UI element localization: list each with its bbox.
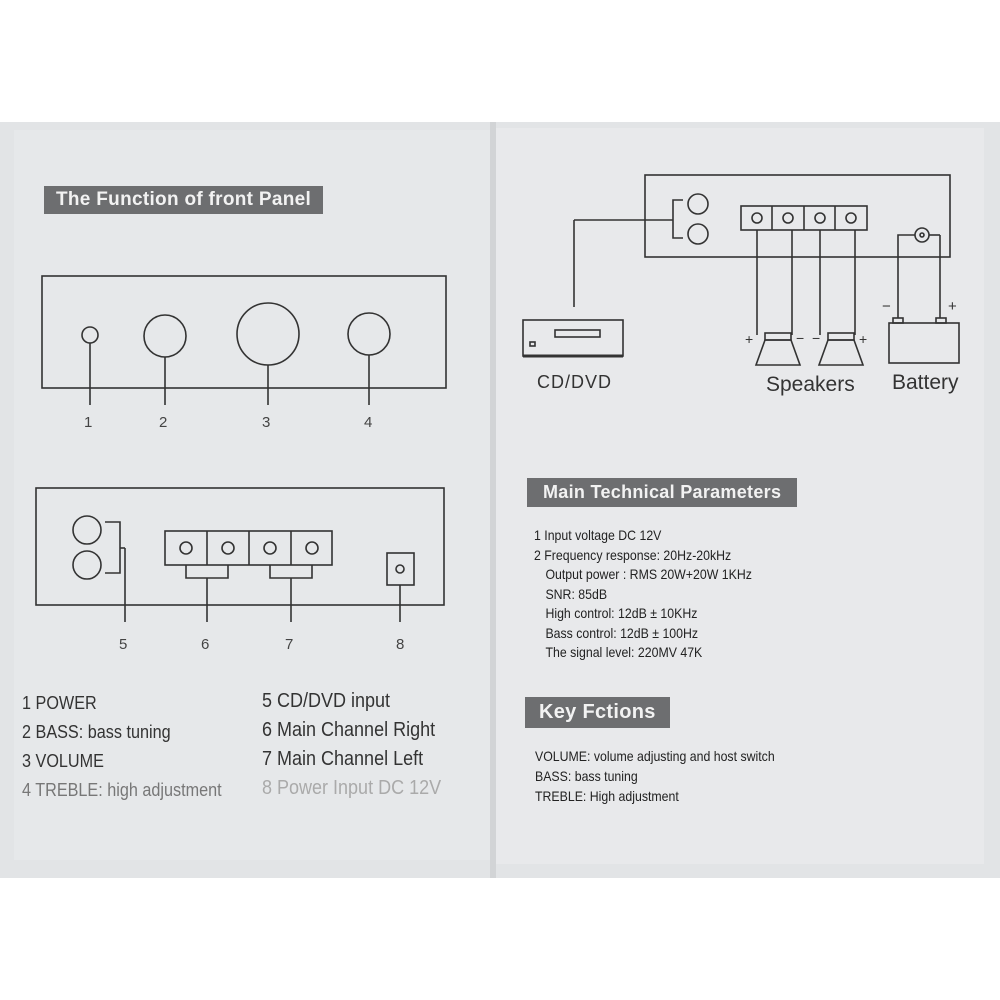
front-panel-diagram bbox=[41, 275, 447, 405]
key-functions-list: VOLUME: volume adjusting and host switch… bbox=[535, 746, 775, 806]
front-label-3: 3 bbox=[262, 414, 271, 431]
legend-right: 5 CD/DVD input 6 Main Channel Right 7 Ma… bbox=[262, 687, 441, 803]
svg-text:+: + bbox=[859, 331, 867, 347]
dc-jack-icon bbox=[914, 227, 930, 243]
left-page bbox=[14, 130, 490, 860]
front-label-2: 2 bbox=[159, 414, 168, 431]
rear-label-8: 8 bbox=[396, 636, 405, 653]
front-label-1: 1 bbox=[84, 414, 93, 431]
page-fold bbox=[490, 122, 496, 878]
param-item: SNR: 85dB bbox=[545, 585, 608, 602]
treble-knob bbox=[347, 312, 391, 356]
speaker-left-icon bbox=[754, 332, 802, 366]
params-list: 1 Input voltage DC 12V 2 Frequency respo… bbox=[534, 526, 752, 663]
connection-diagram: + − − + − + bbox=[522, 174, 960, 366]
param-item: Bass control: 12dB ± 100Hz bbox=[545, 624, 699, 641]
front-label-4: 4 bbox=[364, 414, 373, 431]
battery-label: Battery bbox=[892, 371, 959, 394]
legend-item-8: 8 Power Input DC 12V bbox=[262, 777, 442, 799]
speaker-right-icon bbox=[817, 332, 865, 366]
key-function-item: VOLUME: volume adjusting and host switch bbox=[535, 748, 775, 764]
speakers-label: Speakers bbox=[766, 373, 855, 396]
legend-item-3: 3 VOLUME bbox=[22, 751, 104, 771]
key-functions-heading: Key Fctions bbox=[525, 697, 670, 728]
param-item: 2 Frequency response: 20Hz-20kHz bbox=[534, 546, 732, 563]
legend-item-1: 1 POWER bbox=[22, 693, 97, 713]
bass-knob bbox=[143, 314, 187, 358]
legend-item-6: 6 Main Channel Right bbox=[262, 719, 436, 741]
legend-item-5: 5 CD/DVD input bbox=[262, 690, 391, 712]
param-item: 1 Input voltage DC 12V bbox=[534, 527, 662, 543]
rear-label-6: 6 bbox=[201, 636, 210, 653]
svg-text:−: − bbox=[812, 330, 820, 346]
power-knob bbox=[81, 326, 99, 344]
rear-label-7: 7 bbox=[285, 636, 294, 653]
legend-item-7: 7 Main Channel Left bbox=[262, 748, 424, 770]
rear-panel-diagram bbox=[35, 487, 445, 622]
battery-icon bbox=[888, 322, 960, 364]
legend-item-4: 4 TREBLE: high adjustment bbox=[22, 780, 222, 800]
params-heading: Main Technical Parameters bbox=[527, 478, 798, 507]
rear-label-5: 5 bbox=[119, 636, 128, 653]
legend-left: 1 POWER 2 BASS: bass tuning 3 VOLUME 4 T… bbox=[22, 689, 222, 805]
front-panel-heading: The Function of front Panel bbox=[44, 186, 324, 214]
svg-text:−: − bbox=[796, 330, 804, 346]
key-function-item: TREBLE: High adjustment bbox=[535, 788, 679, 804]
param-item: Output power : RMS 20W+20W 1KHz bbox=[545, 566, 752, 582]
param-item: High control: 12dB ± 10KHz bbox=[545, 605, 698, 621]
volume-knob bbox=[236, 302, 300, 366]
cd-dvd-label: CD/DVD bbox=[537, 372, 613, 392]
param-item: The signal level: 220MV 47K bbox=[545, 644, 703, 660]
svg-text:−: − bbox=[882, 298, 891, 315]
cd-player-icon bbox=[522, 319, 624, 357]
key-function-item: BASS: bass tuning bbox=[535, 768, 638, 784]
svg-text:+: + bbox=[948, 298, 957, 315]
legend-item-2: 2 BASS: bass tuning bbox=[22, 722, 171, 742]
svg-text:+: + bbox=[745, 331, 753, 347]
